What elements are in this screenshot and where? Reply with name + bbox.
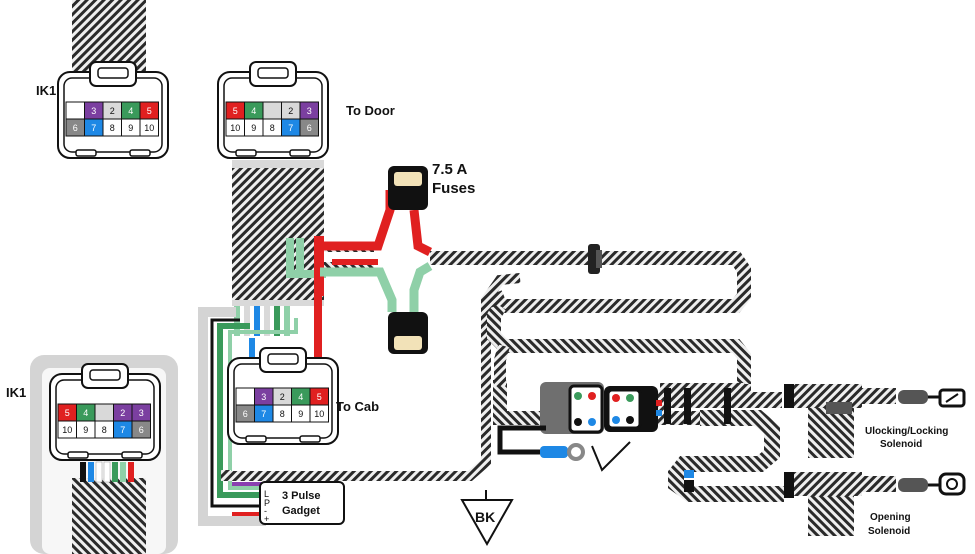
label-opening-solenoid-2: Solenoid (868, 526, 910, 537)
connector-foot (245, 435, 267, 443)
connector-foot (121, 451, 143, 459)
connector-latch-slot (89, 369, 121, 381)
gadget-pin-minus: - (264, 506, 267, 516)
bottom-row-pin-number: 7 (261, 409, 266, 419)
top-row-pin-number: 4 (298, 392, 303, 402)
ground-symbol (460, 490, 514, 547)
top-row-pin-number: 5 (147, 106, 152, 116)
top-row-pin-number: 2 (280, 392, 285, 402)
top-row-pin-cell (235, 387, 255, 406)
connector-ik1-top: 3 2 4 5 6 7 8 9 10 (57, 61, 169, 159)
connector-foot (129, 149, 151, 157)
bottom-row-pin-number: 9 (128, 123, 133, 133)
junction-connector-left (540, 382, 604, 434)
gadget-pin-p: P (264, 498, 270, 508)
bottom-row-pin-cell (131, 420, 151, 439)
bottom-row-pin-number: 8 (280, 409, 285, 419)
label-gadget-line2: Gadget (282, 505, 320, 517)
connector-latch-slot (267, 353, 299, 365)
bottom-row-pin-cell (139, 118, 159, 137)
top-row-pin-number: 5 (65, 408, 70, 418)
label-ik1-top: IK1 (36, 83, 56, 98)
three-pulse-gadget (259, 481, 345, 525)
top-row-pin-number: 4 (251, 106, 256, 116)
top-row-pin-number: 3 (261, 392, 266, 402)
connector-to-cab: 3 2 4 5 6 7 8 9 10 (227, 347, 339, 445)
ground-wire (497, 425, 631, 472)
gadget-pin-l: L (264, 489, 269, 499)
connector-to-door: 5 4 2 3 10 9 8 7 6 (217, 61, 329, 159)
bottom-row-pin-number: 7 (120, 425, 125, 435)
bottom-row-pin-number: 10 (314, 409, 324, 419)
bottom-row-pin-number: 9 (298, 409, 303, 419)
top-row-pin-number: 5 (317, 392, 322, 402)
top-row-pin-cell (94, 403, 114, 422)
fuse-top (388, 166, 428, 210)
label-fuse-rating: 7.5 A (432, 161, 467, 178)
bottom-row-pin-number: 8 (110, 123, 115, 133)
label-opening-solenoid-1: Opening (870, 512, 911, 523)
bottom-row-pin-number: 7 (91, 123, 96, 133)
connector-latch-slot (257, 67, 289, 79)
branch-wires (232, 190, 433, 382)
connector-ik1-bottom: 5 4 2 3 10 9 8 7 6 (49, 363, 161, 461)
top-row-pin-number: 2 (120, 408, 125, 418)
connector-foot (289, 149, 311, 157)
bottom-row-pin-cell (299, 118, 319, 137)
bottom-row-pin-number: 6 (139, 425, 144, 435)
top-row-pin-number: 3 (91, 106, 96, 116)
bottom-row-pin-number: 7 (288, 123, 293, 133)
connector-foot (299, 435, 321, 443)
label-ground: BK (475, 509, 495, 525)
opening-solenoid (784, 472, 966, 536)
gadget-pin-plus: + (264, 514, 269, 524)
harness-door-trunk (232, 160, 324, 300)
main-harness (430, 244, 794, 502)
top-row-pin-number: 4 (83, 408, 88, 418)
top-row-pin-number: 2 (288, 106, 293, 116)
top-row-pin-number: 4 (128, 106, 133, 116)
bottom-row-pin-number: 6 (307, 123, 312, 133)
label-locking-solenoid-1: Ulocking/Locking (865, 426, 948, 437)
locking-solenoid (784, 384, 966, 458)
label-ik1-bottom: IK1 (6, 385, 26, 400)
top-row-pin-number: 3 (307, 106, 312, 116)
connector-foot (75, 149, 97, 157)
bottom-row-pin-number: 8 (270, 123, 275, 133)
top-row-pin-number: 5 (233, 106, 238, 116)
bottom-row-pin-number: 6 (243, 409, 248, 419)
bottom-row-pin-cell (309, 404, 329, 423)
label-fuses: Fuses (432, 180, 475, 197)
top-row-pin-cell (262, 101, 282, 120)
top-row-pin-number: 3 (139, 408, 144, 418)
bottom-row-pin-number: 10 (144, 123, 154, 133)
gadget-harness-loop (198, 273, 521, 526)
harness-ik1-top (72, 0, 146, 72)
label-gadget-line1: 3 Pulse (282, 490, 321, 502)
connector-latch-slot (97, 67, 129, 79)
junction-connector-right (604, 386, 662, 432)
label-to-door: To Door (346, 103, 395, 118)
bottom-row-pin-number: 6 (73, 123, 78, 133)
top-row-pin-cell (65, 101, 85, 120)
top-row-pin-number: 2 (110, 106, 115, 116)
bottom-row-pin-number: 8 (102, 425, 107, 435)
bottom-row-pin-number: 10 (62, 425, 72, 435)
fuse-bottom (388, 312, 428, 354)
connector-foot (235, 149, 257, 157)
label-to-cab: To Cab (336, 399, 379, 414)
bottom-row-pin-number: 9 (251, 123, 256, 133)
bottom-row-pin-number: 10 (230, 123, 240, 133)
label-locking-solenoid-2: Solenoid (880, 439, 922, 450)
bottom-row-pin-number: 9 (83, 425, 88, 435)
connector-foot (67, 451, 89, 459)
